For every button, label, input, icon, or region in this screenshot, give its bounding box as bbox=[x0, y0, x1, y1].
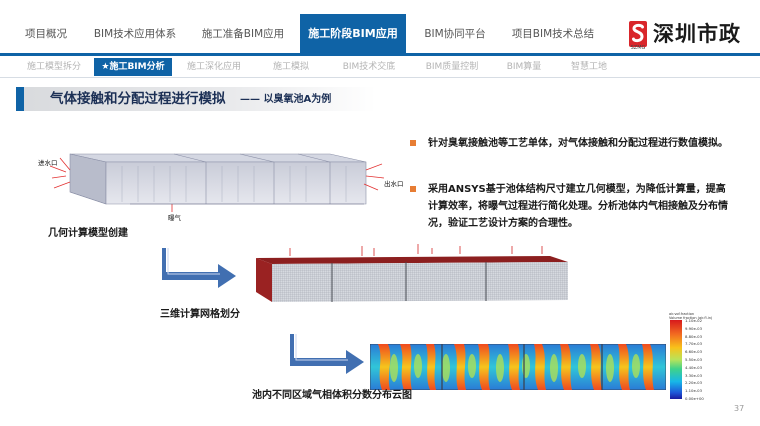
colorbar-tick: 5.50e-03 bbox=[685, 357, 702, 362]
inlet-label: 进水口 bbox=[38, 159, 58, 167]
colorbar-tick: 1.10e-02 bbox=[685, 318, 702, 323]
mesh-caption: 三维计算网格划分 bbox=[160, 309, 240, 320]
nav-tab-bim-system[interactable]: BIM技术应用体系 bbox=[93, 28, 177, 40]
contour-caption: 池内不同区域气相体积分数分布云图 bbox=[252, 390, 412, 401]
contour-figure bbox=[370, 344, 666, 390]
sub-nav: 施工模型拆分 ★施工BIM分析 施工深化应用 施工模拟 BIM技术交底 BIM质… bbox=[0, 58, 760, 76]
page-title: 气体接触和分配过程进行模拟 bbox=[50, 91, 226, 107]
bullet-text: 针对臭氧接触池等工艺单体，对气体接触和分配过程进行数值模拟。 bbox=[428, 138, 728, 149]
colorbar-tick: 2.20e-03 bbox=[685, 380, 702, 386]
outlet-label: 出水口 bbox=[384, 180, 404, 188]
mesh-figure bbox=[256, 244, 568, 302]
bullet-text: 采用ANSYS基于池体结构尺寸建立几何模型，为降低计算量，提高计算效率，将曝气过… bbox=[428, 184, 728, 229]
title-banner bbox=[16, 87, 376, 111]
subnav-underline bbox=[0, 77, 760, 78]
bullet-square-icon bbox=[410, 186, 416, 192]
subnav-tab-quantity[interactable]: BIM算量 bbox=[506, 62, 542, 72]
nav-tab-bim-summary[interactable]: 项目BIM技术总结 bbox=[511, 28, 595, 40]
page-number: 37 bbox=[734, 404, 745, 413]
colorbar-tick: 0.00e+00 bbox=[685, 396, 704, 401]
main-nav: 项目概况 BIM技术应用体系 施工准备BIM应用 施工阶段BIM应用 BIM协同… bbox=[0, 14, 760, 54]
brand-name: 深圳市政 bbox=[653, 22, 741, 46]
colorbar-gradient bbox=[670, 320, 682, 399]
colorbar-tick: 8.80e-03 bbox=[685, 333, 702, 339]
nav-underline bbox=[0, 53, 760, 56]
colorbar-tick: 3.30e-03 bbox=[685, 372, 702, 378]
brand-logo: SZMG 深圳市政 bbox=[625, 18, 755, 52]
title-accent bbox=[16, 87, 24, 111]
subnav-tab-bim-analysis[interactable]: ★施工BIM分析 bbox=[94, 58, 172, 76]
bullet-item: 针对臭氧接触池等工艺单体，对气体接触和分配过程进行数值模拟。 bbox=[410, 135, 728, 152]
aeration-label: 曝气 bbox=[168, 214, 181, 222]
bullet-square-icon bbox=[410, 140, 416, 146]
nav-tab-project-overview[interactable]: 项目概况 bbox=[25, 28, 67, 40]
bullet-item: 采用ANSYS基于池体结构尺寸建立几何模型，为降低计算量，提高计算效率，将曝气过… bbox=[410, 181, 728, 232]
colorbar-legend: air.vof.fraction Volume fraction (air.fl… bbox=[669, 312, 729, 404]
colorbar-tick: 4.40e-03 bbox=[685, 364, 702, 370]
colorbar-tick: 9.90e-03 bbox=[685, 325, 702, 331]
subnav-tab-model-split[interactable]: 施工模型拆分 bbox=[26, 62, 81, 72]
page-subtitle: —— 以臭氧池A为例 bbox=[240, 94, 332, 105]
brand-s-icon bbox=[629, 21, 647, 47]
subnav-tab-deepening[interactable]: 施工深化应用 bbox=[186, 62, 241, 72]
nav-tab-collab-platform[interactable]: BIM协同平台 bbox=[424, 28, 486, 40]
colorbar-tick: 7.70e-03 bbox=[685, 341, 702, 347]
geometry-caption: 几何计算模型创建 bbox=[48, 228, 128, 239]
subnav-tab-smart-site[interactable]: 智慧工地 bbox=[570, 62, 607, 72]
subnav-tab-simulation[interactable]: 施工模拟 bbox=[272, 62, 309, 72]
colorbar-title: air.vof.fraction Volume fraction (air.fl… bbox=[669, 312, 713, 320]
geometry-model-figure bbox=[49, 153, 385, 212]
subnav-tab-disclosure[interactable]: BIM技术交底 bbox=[342, 62, 396, 72]
flow-arrow-icon bbox=[162, 248, 236, 288]
brand-subtext: SZMG bbox=[630, 45, 646, 51]
subnav-tab-quality[interactable]: BIM质量控制 bbox=[425, 62, 479, 72]
colorbar-tick: 6.60e-03 bbox=[685, 349, 702, 355]
colorbar-tick: 1.10e-03 bbox=[685, 388, 702, 394]
nav-tab-construction-stage[interactable]: 施工阶段BIM应用 bbox=[300, 14, 406, 54]
flow-arrow-icon bbox=[290, 334, 364, 374]
nav-tab-construction-prep[interactable]: 施工准备BIM应用 bbox=[201, 28, 285, 40]
